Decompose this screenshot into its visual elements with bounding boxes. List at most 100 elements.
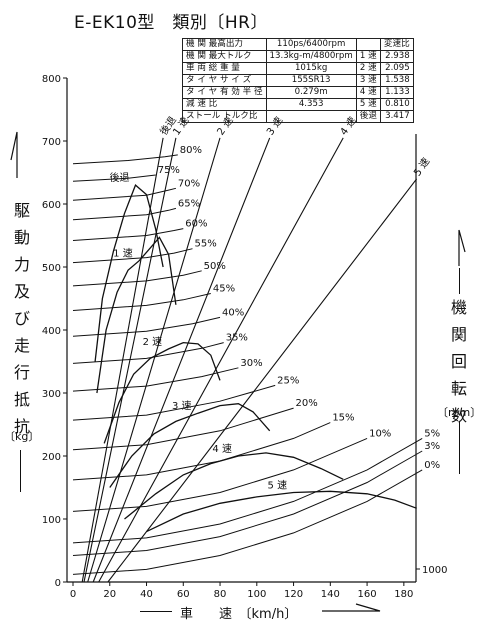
gear-name: 1 速 (355, 50, 381, 63)
resistance-curve (72, 437, 423, 544)
resistance-label: 35% (226, 333, 248, 344)
x-tick-label: 120 (284, 589, 303, 600)
resistance-label: 60% (185, 219, 207, 230)
left-axis-rule (20, 450, 21, 492)
gear-ratio: 3.417 (379, 110, 414, 123)
tractive-curve (103, 341, 221, 444)
resistance-curve (72, 154, 178, 165)
spec-value: 4.353 (265, 98, 357, 111)
gear-name: 後退 (355, 110, 381, 123)
gear-ratio: 2.095 (379, 62, 414, 75)
tractive-curve-label: 4 速 (212, 443, 232, 455)
spec-value: 110ps/6400rpm (265, 38, 357, 51)
rpm-line (98, 137, 344, 583)
rpm-line (92, 137, 271, 583)
resistance-curve (72, 367, 239, 392)
spec-value: 0.279m (265, 86, 357, 99)
left-axis-char: 行 (13, 363, 30, 382)
y-tick-label: 100 (42, 515, 61, 526)
resistance-curve (72, 293, 211, 311)
left-axis-char: 及 (13, 282, 30, 301)
rpm-line-label: 5 速 (411, 156, 432, 179)
gear-name: 4 速 (355, 86, 381, 99)
chart-title: E-EK10型 類別〔HR〕 (74, 13, 268, 33)
resistance-label: 40% (222, 307, 244, 318)
x-tick-label: 140 (321, 589, 340, 600)
left-axis-arrow-icon (10, 130, 24, 180)
resistance-curve (72, 407, 294, 451)
y-tick-label: 0 (55, 578, 61, 589)
gear-name: 5 速 (355, 98, 381, 111)
right-axis-char: 回 (450, 352, 467, 371)
tractive-curve-label: 5 速 (268, 480, 288, 492)
gear-ratio: 1.538 (379, 74, 414, 87)
resistance-label: 30% (240, 358, 262, 369)
resistance-curve (72, 187, 177, 201)
tractive-force-curves (94, 184, 417, 533)
spec-value: 1015kg (265, 62, 357, 75)
resistance-label: 3% (424, 441, 440, 452)
left-axis-unit: 〔kg〕 (4, 430, 40, 443)
x-tick-label: 20 (103, 589, 116, 600)
x-axis-rule-left (140, 611, 172, 612)
left-axis-char: 抵 (13, 390, 30, 409)
resistance-curve (72, 207, 177, 221)
y-tick-label: 600 (42, 200, 61, 211)
resistance-label: 55% (194, 239, 216, 250)
x-tick-label: 160 (358, 589, 377, 600)
spec-value: 155SR13 (265, 74, 357, 87)
right-axis-char: 転 (450, 379, 467, 398)
rpm-line (83, 137, 177, 583)
y-tick-label: 200 (42, 452, 61, 463)
x-tick-label: 60 (177, 589, 190, 600)
right-axis-char: 関 (450, 325, 467, 344)
spec-label: 機 関 最大トルク (182, 50, 267, 63)
tractive-curve (146, 490, 417, 533)
y-tick-label: 500 (42, 263, 61, 274)
spec-row: タ イ ヤ サ イ ズ 155SR13 3 速 1.538 (182, 74, 414, 87)
tractive-curve-label: 2 速 (143, 336, 163, 348)
resistance-curve (72, 174, 156, 182)
spec-row: 機 関 最大トルク 13.3kg-m/4800rpm 1 速 2.938 (182, 50, 414, 63)
y-tick-label: 700 (42, 137, 61, 148)
left-axis-char: 駆 (13, 201, 30, 220)
spec-value (265, 110, 357, 123)
resistance-curve (72, 248, 193, 264)
spec-label: 機 関 最高出力 (182, 38, 267, 51)
tractive-curve-label: 後退 (109, 171, 129, 184)
spec-row: ストール トルク比 後退 3.417 (182, 110, 414, 123)
x-axis-arrow-icon (322, 602, 382, 618)
rpm-tick-label: 1000 (422, 565, 447, 576)
resistance-curve (72, 270, 202, 287)
spec-row: タ イ ヤ 有 効 半 径 0.279m 4 速 1.133 (182, 86, 414, 99)
x-tick-label: 100 (247, 589, 266, 600)
resistance-label: 15% (332, 413, 354, 424)
resistance-curve (72, 342, 224, 364)
resistance-label: 80% (180, 145, 202, 156)
x-axis-title: 車 速 〔km/h〕 (180, 607, 298, 622)
y-tick-label: 300 (42, 389, 61, 400)
right-axis-rule (459, 268, 460, 294)
spec-row: 機 関 最高出力 110ps/6400rpm 変速比 (182, 38, 414, 51)
spec-label: タ イ ヤ 有 効 半 径 (182, 86, 267, 99)
left-axis-char: 動 (13, 228, 30, 247)
resistance-label: 0% (424, 460, 440, 471)
left-axis-char: 抗 (13, 417, 30, 436)
resistance-curve (72, 450, 423, 556)
rpm-line (81, 137, 164, 583)
gear-ratio: 2.938 (379, 50, 414, 63)
x-tick-label: 180 (394, 589, 413, 600)
curve-labels: 0%3%5%10%15%20%25%30%35%40%45%50%55%60%6… (109, 114, 440, 492)
gear-name: 3 速 (355, 74, 381, 87)
resistance-label: 10% (369, 428, 391, 439)
x-tick-label: 0 (70, 589, 76, 600)
right-axis-title: 機 関 回 転 数 (449, 294, 469, 429)
resistance-curve (72, 384, 276, 421)
gear-name (355, 38, 381, 51)
right-axis-arrow-icon (452, 228, 466, 268)
spec-table: 機 関 最高出力 110ps/6400rpm 変速比 機 関 最大トルク 13.… (182, 38, 414, 123)
spec-value: 13.3kg-m/4800rpm (265, 50, 357, 63)
x-tick-label: 80 (214, 589, 227, 600)
resistance-label: 75% (158, 165, 180, 176)
